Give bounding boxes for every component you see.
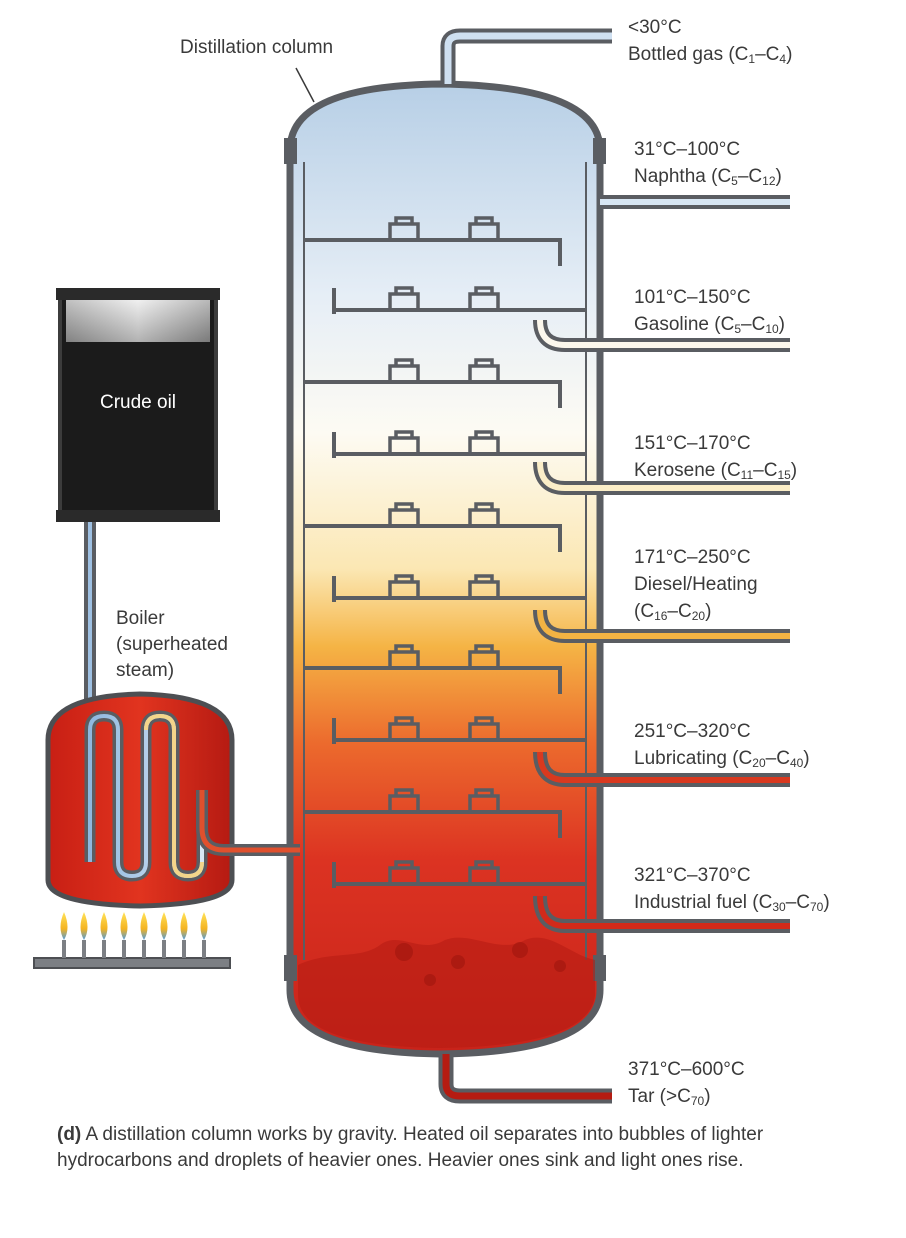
boiler-label-line-3: steam)	[116, 660, 175, 681]
flame-icon	[180, 912, 188, 940]
bubble-cap	[388, 644, 420, 668]
bubble-cap	[388, 574, 420, 598]
boiler-label-line-2: (superheated	[116, 634, 228, 655]
burner-nozzle	[182, 940, 186, 958]
boiler-label-line-1: Boiler	[116, 608, 165, 629]
fraction-temperature: 321°C–370°C	[634, 865, 751, 886]
bubble-cap	[388, 716, 420, 740]
tray-6	[332, 576, 586, 602]
output-pipes	[438, 28, 790, 1104]
fraction-label: 101°C–150°C Gasoline (C5–C10)	[634, 284, 785, 343]
boiler	[45, 691, 300, 909]
column-trays	[304, 216, 586, 888]
tray-2	[332, 288, 586, 314]
fraction-temperature: 151°C–170°C	[634, 433, 751, 454]
burner	[33, 912, 231, 969]
bubble-cap	[388, 502, 420, 526]
burner-nozzle	[62, 940, 66, 958]
caption-text: A distillation column works by gravity. …	[57, 1124, 764, 1171]
burner-nozzle	[102, 940, 106, 958]
fraction-temperature: 251°C–320°C	[634, 721, 751, 742]
fraction-label: 171°C–250°C Diesel/Heating (C16–C20)	[634, 544, 758, 630]
burner-nozzle	[142, 940, 146, 958]
fraction-label: 31°C–100°C Naphtha (C5–C12)	[634, 136, 782, 195]
column-label-leader	[295, 67, 315, 103]
fraction-name: Gasoline (C5–C10)	[634, 314, 785, 336]
boiler-label: Boiler (superheated steam)	[116, 606, 228, 684]
burner-nozzle	[122, 940, 126, 958]
fraction-name: Tar (>C70)	[628, 1086, 711, 1108]
bubble-cap	[388, 788, 420, 812]
crude-oil-tank	[56, 288, 220, 862]
bubble-cap	[468, 788, 500, 812]
fraction-name: Naphtha (C5–C12)	[634, 166, 782, 188]
burner-nozzle	[162, 940, 166, 958]
flame-icon	[100, 912, 108, 940]
tray-10	[332, 862, 586, 888]
fraction-formula: (C16–C20)	[634, 601, 712, 623]
bubble-cap	[388, 860, 420, 884]
figure-caption: (d) A distillation column works by gravi…	[57, 1122, 857, 1174]
fraction-name: Bottled gas (C1–C4)	[628, 44, 793, 66]
fraction-temperature: <30°C	[628, 17, 682, 38]
bubble-cap	[468, 860, 500, 884]
fraction-name: Industrial fuel (C30–C70)	[634, 892, 830, 914]
fraction-label: 151°C–170°C Kerosene (C11–C15)	[634, 430, 797, 489]
fraction-temperature: 171°C–250°C	[634, 547, 751, 568]
fraction-temperature: 101°C–150°C	[634, 287, 751, 308]
burner-nozzle	[82, 940, 86, 958]
burner-nozzle	[202, 940, 206, 958]
fraction-label: 251°C–320°C Lubricating (C20–C40)	[634, 718, 810, 777]
flame-icon	[80, 912, 88, 940]
bubble-cap	[468, 358, 500, 382]
bubble-cap	[468, 574, 500, 598]
fraction-name: Kerosene (C11–C15)	[634, 460, 798, 482]
bubble-cap	[388, 286, 420, 310]
bubble-cap	[388, 430, 420, 454]
bubble-cap	[468, 286, 500, 310]
flame-icon	[140, 912, 148, 940]
bubble-cap	[468, 644, 500, 668]
tray-4	[332, 432, 586, 458]
bubble-cap	[468, 430, 500, 454]
flame-icon	[200, 912, 208, 940]
fraction-label: 371°C–600°C Tar (>C70)	[628, 1056, 745, 1115]
fraction-label: <30°C Bottled gas (C1–C4)	[628, 14, 792, 73]
flame-icon	[60, 912, 68, 940]
bubble-cap	[388, 358, 420, 382]
crude-oil-label: Crude oil	[99, 392, 177, 413]
distillation-column-label: Distillation column	[180, 37, 334, 58]
flame-icon	[120, 912, 128, 940]
fraction-name: Diesel/Heating	[634, 574, 758, 595]
distillation-column	[284, 80, 606, 1058]
flame-icon	[160, 912, 168, 940]
fraction-temperature: 371°C–600°C	[628, 1059, 745, 1080]
bubble-cap	[388, 216, 420, 240]
bubble-cap	[468, 716, 500, 740]
tray-8	[332, 718, 586, 744]
bubble-cap	[468, 216, 500, 240]
fraction-temperature: 31°C–100°C	[634, 139, 741, 160]
caption-tag: (d)	[57, 1124, 82, 1145]
fraction-label: 321°C–370°C Industrial fuel (C30–C70)	[634, 862, 830, 921]
bubble-cap	[468, 502, 500, 526]
fraction-name: Lubricating (C20–C40)	[634, 748, 810, 770]
